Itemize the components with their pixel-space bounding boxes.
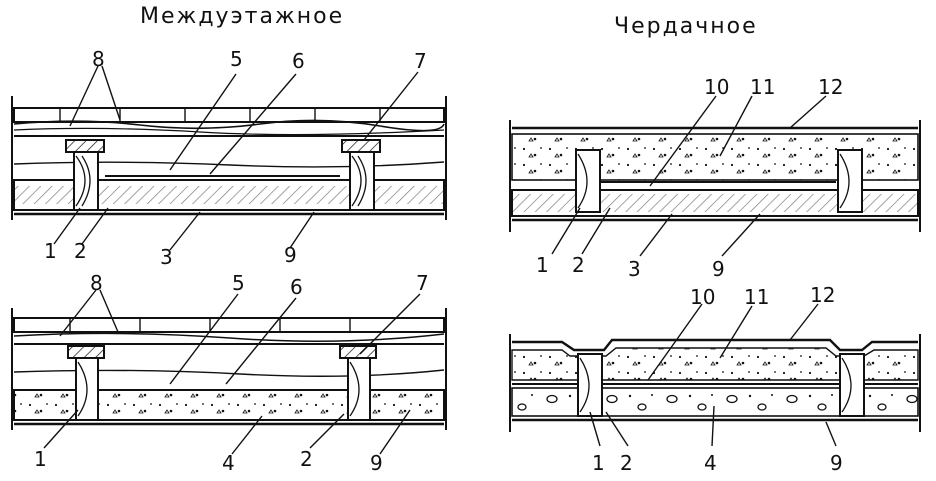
label-9: 9 bbox=[284, 243, 297, 267]
leaders-top-right bbox=[551, 95, 827, 257]
label-12: 12 bbox=[818, 75, 843, 99]
label-7: 7 bbox=[414, 49, 427, 73]
joist-right bbox=[341, 139, 381, 211]
label-1-d: 1 bbox=[592, 451, 605, 475]
joist-right-3 bbox=[837, 149, 863, 213]
leaders-bottom-right bbox=[589, 303, 837, 447]
floor-boards-2 bbox=[13, 317, 445, 345]
label-10-d: 10 bbox=[690, 285, 715, 309]
section-top-left: 8 5 6 7 1 2 3 9 bbox=[11, 47, 447, 269]
label-1-c: 1 bbox=[536, 253, 549, 277]
label-2: 2 bbox=[74, 239, 87, 263]
section-bottom-left: 8 5 6 7 1 4 2 9 bbox=[11, 271, 447, 475]
label-8-b: 8 bbox=[90, 271, 103, 295]
floor-boards bbox=[13, 107, 445, 137]
label-2-b: 2 bbox=[300, 447, 313, 471]
label-6: 6 bbox=[292, 49, 305, 73]
label-11-d: 11 bbox=[744, 285, 769, 309]
leaders-top-left bbox=[53, 65, 419, 251]
label-4-d: 4 bbox=[704, 451, 717, 475]
joist-left bbox=[65, 139, 105, 211]
joist-left-4 bbox=[577, 353, 603, 417]
joist-right-4 bbox=[839, 353, 865, 417]
label-2-d: 2 bbox=[620, 451, 633, 475]
label-9-b: 9 bbox=[370, 451, 383, 475]
label-12-d: 12 bbox=[810, 283, 835, 307]
joist-left-2 bbox=[67, 345, 105, 421]
section-top-right: 10 11 12 1 2 3 9 bbox=[509, 75, 921, 281]
label-8: 8 bbox=[92, 47, 105, 71]
label-3-c: 3 bbox=[628, 257, 641, 281]
label-10: 10 bbox=[704, 75, 729, 99]
label-6-b: 6 bbox=[290, 275, 303, 299]
label-4-b: 4 bbox=[222, 451, 235, 475]
title-interfloor: Междуэтажное bbox=[140, 4, 345, 29]
label-11: 11 bbox=[750, 75, 775, 99]
section-bottom-right: 10 11 12 1 2 4 9 bbox=[509, 283, 921, 475]
joist-right-2 bbox=[339, 345, 377, 421]
label-9-c: 9 bbox=[712, 257, 725, 281]
leaders-bottom-left bbox=[43, 289, 421, 455]
title-attic: Чердачное bbox=[614, 14, 758, 39]
label-3: 3 bbox=[160, 245, 173, 269]
joist-left-3 bbox=[575, 149, 601, 213]
label-2-c: 2 bbox=[572, 253, 585, 277]
label-5: 5 bbox=[230, 47, 243, 71]
label-1: 1 bbox=[44, 239, 57, 263]
label-5-b: 5 bbox=[232, 271, 245, 295]
label-9-d: 9 bbox=[830, 451, 843, 475]
label-1-b: 1 bbox=[34, 447, 47, 471]
label-7-b: 7 bbox=[416, 271, 429, 295]
